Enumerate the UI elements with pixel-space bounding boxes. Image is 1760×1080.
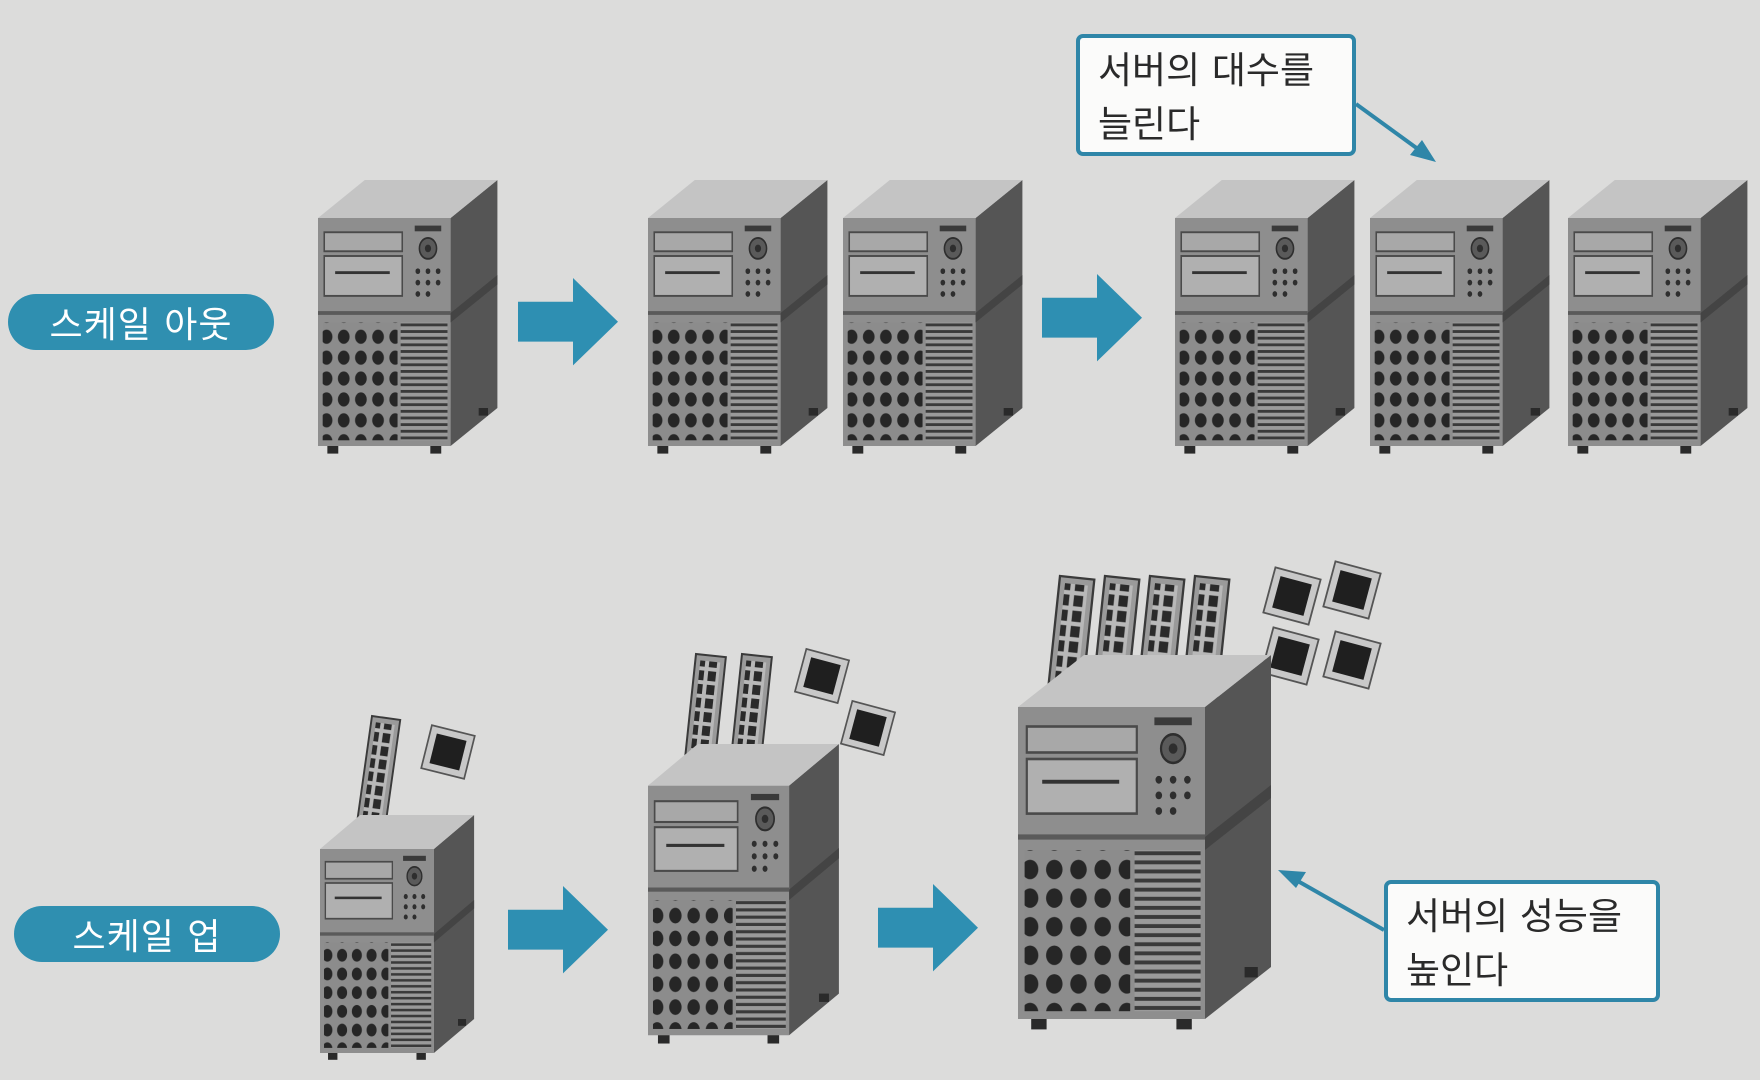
server-icon (646, 742, 840, 1045)
server-icon (1567, 179, 1749, 455)
scale-up-label: 스케일 업 (14, 906, 280, 962)
server-icon (319, 814, 475, 1061)
server-icon (1174, 179, 1356, 455)
right-arrow-icon (878, 884, 978, 972)
cpu-chip-icon (1262, 566, 1322, 626)
callout-more-servers: 서버의 대수를 늘린다 (1076, 34, 1356, 156)
scale-up-row (319, 560, 1382, 1061)
right-arrow-icon (1042, 274, 1142, 362)
cpu-chip-icon (840, 700, 896, 756)
server-icon (317, 179, 499, 455)
callout-pointer-more-servers (1354, 102, 1436, 162)
callout-better-server-line2: 높인다 (1406, 949, 1509, 992)
cpu-chip-icon (794, 648, 850, 704)
callout-more-servers-line2: 늘린다 (1098, 103, 1201, 146)
callout-pointer-better-server (1278, 870, 1385, 932)
scale-out-row (317, 179, 1749, 455)
callout-more-servers-line1: 서버의 대수를 (1098, 49, 1315, 92)
scale-out-label: 스케일 아웃 (8, 294, 274, 350)
callout-better-server: 서버의 성능을 높인다 (1384, 880, 1660, 1002)
cpu-chip-icon (1322, 560, 1382, 620)
cpu-chip-icon (420, 724, 476, 780)
right-arrow-icon (518, 278, 618, 366)
right-arrow-icon (508, 886, 608, 974)
server-icon (1016, 653, 1273, 1031)
server-icon (842, 179, 1024, 455)
callout-better-server-line1: 서버의 성능을 (1406, 895, 1623, 938)
server-icon (647, 179, 829, 455)
cpu-chip-icon (1322, 630, 1382, 690)
server-icon (1369, 179, 1551, 455)
